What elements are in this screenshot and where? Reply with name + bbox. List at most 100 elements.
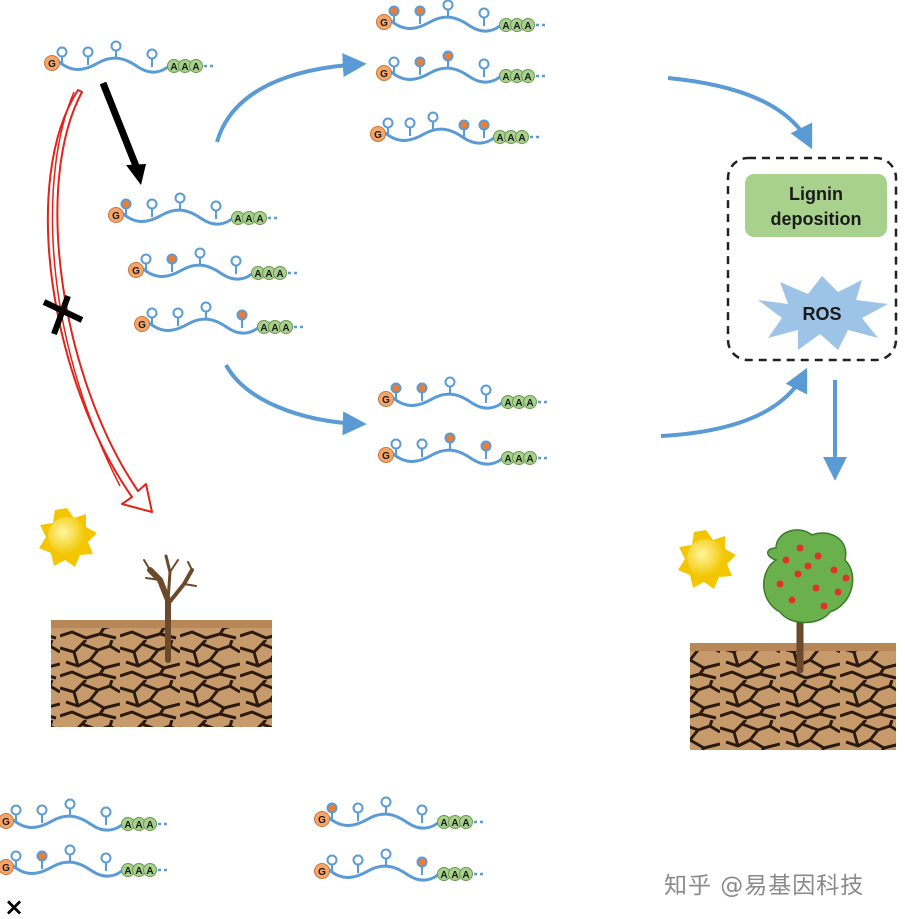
stem-loop-cap xyxy=(174,192,186,204)
poly-a-label: A xyxy=(502,72,509,83)
stem-loop-cap xyxy=(404,117,416,129)
arrow-to-top-group xyxy=(215,53,367,143)
poly-a-label: A xyxy=(282,323,289,334)
rna-strand xyxy=(389,15,504,33)
poly-a-label: A xyxy=(276,269,283,280)
poly-a-label: A xyxy=(256,214,263,225)
poly-a-label: A xyxy=(135,866,142,877)
methylation-mark xyxy=(414,5,426,17)
methylation-mark xyxy=(444,432,456,444)
stem-loop-cap xyxy=(146,48,158,60)
poly-a-label: A xyxy=(524,21,531,32)
five-prime-cap xyxy=(376,14,392,30)
rna-strand xyxy=(57,56,172,74)
five-prime-cap xyxy=(370,126,386,142)
rna-strand xyxy=(141,263,256,281)
five-prime-cap xyxy=(0,813,14,829)
poly-a-label: A xyxy=(451,870,458,881)
withered-tree-icon xyxy=(143,554,197,663)
watermark: 知乎 @易基因科技 xyxy=(664,873,865,899)
cap-label: G xyxy=(112,211,120,222)
rna-strand xyxy=(327,864,442,882)
methylation-mark xyxy=(442,50,454,62)
five-prime-cap xyxy=(134,316,150,332)
five-prime-cap xyxy=(108,207,124,223)
arrow-middle-to-box xyxy=(660,367,808,438)
stem-loop-cap xyxy=(352,854,364,866)
stem-loop-cap xyxy=(146,198,158,210)
five-prime-cap xyxy=(128,262,144,278)
stem-loop-cap xyxy=(380,848,392,860)
poly-a-bead xyxy=(279,320,293,334)
five-prime-cap xyxy=(378,391,394,407)
cap-label: G xyxy=(382,451,390,462)
poly-a-label: A xyxy=(260,323,267,334)
poly-a-bead xyxy=(515,130,529,144)
ros-burst-icon xyxy=(758,276,888,350)
rna-strand xyxy=(391,392,506,410)
poly-a-label: A xyxy=(245,214,252,225)
poly-a-bead xyxy=(521,18,535,32)
fruit-tree-icon xyxy=(763,529,854,674)
stem-loop-cap xyxy=(444,376,456,388)
poly-a-label: A xyxy=(462,870,469,881)
poly-a-label: A xyxy=(507,133,514,144)
stem-loop-cap xyxy=(200,301,212,313)
rna-strand xyxy=(11,814,126,832)
stem-loop-cap xyxy=(100,852,112,864)
lignin-label-line1: Lignin xyxy=(789,184,843,204)
stem-loop-cap xyxy=(390,438,402,450)
cap-label: G xyxy=(138,320,146,331)
poly-a-label: A xyxy=(440,870,447,881)
poly-a-label: A xyxy=(146,820,153,831)
poly-a-label: A xyxy=(496,133,503,144)
methylation-mark xyxy=(416,382,428,394)
blocked-arrow xyxy=(46,89,153,513)
stem-loop-cap xyxy=(140,253,152,265)
poly-a-label: A xyxy=(440,818,447,829)
poly-a-label: A xyxy=(504,454,511,465)
poly-a-label: A xyxy=(504,398,511,409)
five-prime-cap xyxy=(314,863,330,879)
poly-a-bead xyxy=(143,817,157,831)
stem-loop-cap xyxy=(442,0,454,11)
stem-loop-cap xyxy=(480,384,492,396)
arrow-to-middle-group xyxy=(224,364,367,436)
five-prime-cap xyxy=(314,811,330,827)
stem-loop-cap xyxy=(36,804,48,816)
poly-a-label: A xyxy=(265,269,272,280)
rna-strand xyxy=(327,812,442,830)
poly-a-label: A xyxy=(513,21,520,32)
poly-a-label: A xyxy=(526,398,533,409)
five-prime-cap xyxy=(378,447,394,463)
cap-label: G xyxy=(132,266,140,277)
stem-loop-cap xyxy=(56,46,68,58)
poly-a-label: A xyxy=(192,62,199,73)
five-prime-cap xyxy=(44,55,60,71)
five-prime-cap xyxy=(376,65,392,81)
stem-loop-cap xyxy=(326,854,338,866)
methylation-mark xyxy=(478,119,490,131)
poly-a-label: A xyxy=(515,398,522,409)
cracked-soil-right xyxy=(690,643,896,750)
cap-label: G xyxy=(2,863,10,874)
stem-loop-cap xyxy=(100,806,112,818)
poly-a-label: A xyxy=(124,820,131,831)
stem-loop-cap xyxy=(416,804,428,816)
poly-a-label: A xyxy=(146,866,153,877)
methylation-mark xyxy=(480,440,492,452)
cap-label: G xyxy=(318,815,326,826)
cap-label: G xyxy=(318,867,326,878)
methylation-mark xyxy=(416,856,428,868)
stem-loop-cap xyxy=(352,802,364,814)
pathway-arrow-black xyxy=(99,81,146,185)
